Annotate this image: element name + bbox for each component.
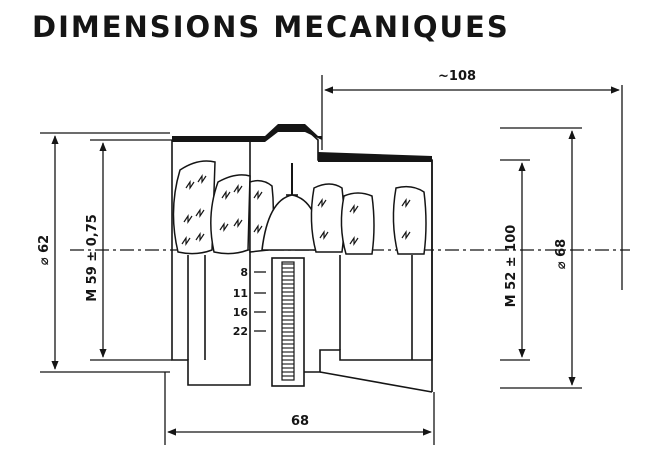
focus-scale-ticks xyxy=(254,271,266,332)
focus-ring-grip xyxy=(281,261,295,381)
thread-rear-label: M 59 ± 0,75 xyxy=(85,214,100,302)
focus-scale-labels: 8 11 16 22 xyxy=(233,266,249,338)
dimension-lines xyxy=(51,86,620,436)
diameter-right-label: ⌀ 68 xyxy=(554,239,569,269)
extension-lines xyxy=(40,75,623,445)
focus-ring-knurling xyxy=(282,263,294,377)
thread-front-label: M 52 ± 100 xyxy=(504,225,519,308)
focus-scale-label: 16 xyxy=(233,306,249,319)
lens-hatching xyxy=(181,174,411,246)
diameter-left-label: ⌀ 62 xyxy=(37,235,52,265)
focus-scale-label: 22 xyxy=(233,325,248,338)
lens-elements-front xyxy=(310,183,427,255)
page-title: DIMENSIONS MECANIQUES xyxy=(32,10,510,44)
body-length-label: 68 xyxy=(291,414,309,429)
focus-scale-label: 8 xyxy=(240,266,248,279)
focus-scale-label: 11 xyxy=(233,287,248,300)
overall-length-label: ~108 xyxy=(438,69,476,84)
focus-ring xyxy=(271,257,305,387)
barrel-shading xyxy=(172,124,432,162)
